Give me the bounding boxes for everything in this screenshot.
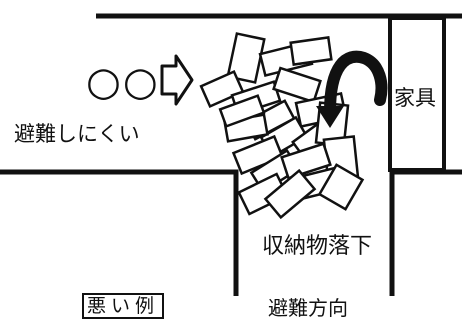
corridor-right-wall — [389, 169, 462, 296]
furniture-box — [388, 16, 446, 172]
difficult-to-evacuate-label: 避難しにくい — [14, 122, 140, 146]
corridor-left-wall — [0, 169, 239, 296]
fall-arrow-icon — [316, 50, 388, 128]
circles-label: ○○ — [86, 59, 160, 105]
evacuation-direction-label: 避難方向 — [268, 296, 348, 320]
falling-items-label: 収納物落下 — [262, 234, 373, 259]
bad-example-badge: 悪い例 — [82, 293, 165, 319]
push-arrow-icon — [160, 54, 194, 106]
furniture-label: 家具 — [394, 86, 436, 110]
